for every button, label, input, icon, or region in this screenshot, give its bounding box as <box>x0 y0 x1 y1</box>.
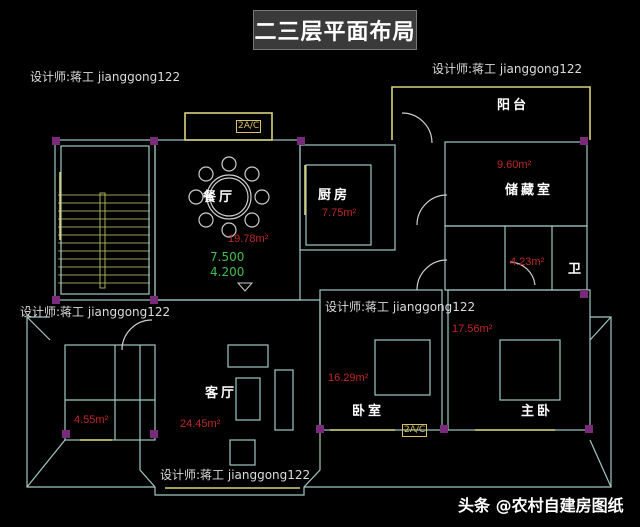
master-area: 17.56m² <box>452 323 493 335</box>
storage-area: 9.60m² <box>497 159 532 171</box>
level-lower: 4.200 <box>210 265 245 279</box>
kitchen-label: 厨房 <box>318 188 351 203</box>
living-area: 24.45m² <box>180 418 221 430</box>
dining-area: 19.78m² <box>228 233 269 245</box>
storage-label: 储藏室 <box>505 183 554 198</box>
watermark: 设计师:蒋工 jianggong122 <box>325 300 476 314</box>
master-label: 主卧 <box>521 404 554 419</box>
balcony-label: 阳台 <box>497 98 530 113</box>
living-label: 客厅 <box>205 386 238 401</box>
small-bath-area: 4.23m² <box>510 256 545 268</box>
level-upper: 7.500 <box>210 250 245 264</box>
ac-ledge-top <box>184 112 273 141</box>
bedroom-label: 卧室 <box>352 404 385 419</box>
source-credit: 头条 @农村自建房图纸 <box>458 496 624 515</box>
ac-label-bottom: 2A/C <box>402 424 428 437</box>
plan-title: 二三层平面布局 <box>253 10 417 50</box>
watermark: 设计师:蒋工 jianggong122 <box>160 468 311 482</box>
small-bath-label: 卫 <box>568 262 585 277</box>
watermark: 设计师:蒋工 jianggong122 <box>20 305 171 319</box>
kitchen-area: 7.75m² <box>322 207 357 219</box>
ac-label-top: 2A/C <box>236 120 262 133</box>
kitchen-room <box>299 144 396 251</box>
watermark: 设计师:蒋工 jianggong122 <box>432 62 583 76</box>
terrace-diagonals <box>26 316 612 488</box>
balcony-outline <box>391 86 591 140</box>
bedroom-area: 16.29m² <box>328 372 369 384</box>
left-bath-area: 4.55m² <box>74 414 109 426</box>
dining-label: 餐厅 <box>203 190 236 205</box>
watermark: 设计师:蒋工 jianggong122 <box>30 70 181 84</box>
